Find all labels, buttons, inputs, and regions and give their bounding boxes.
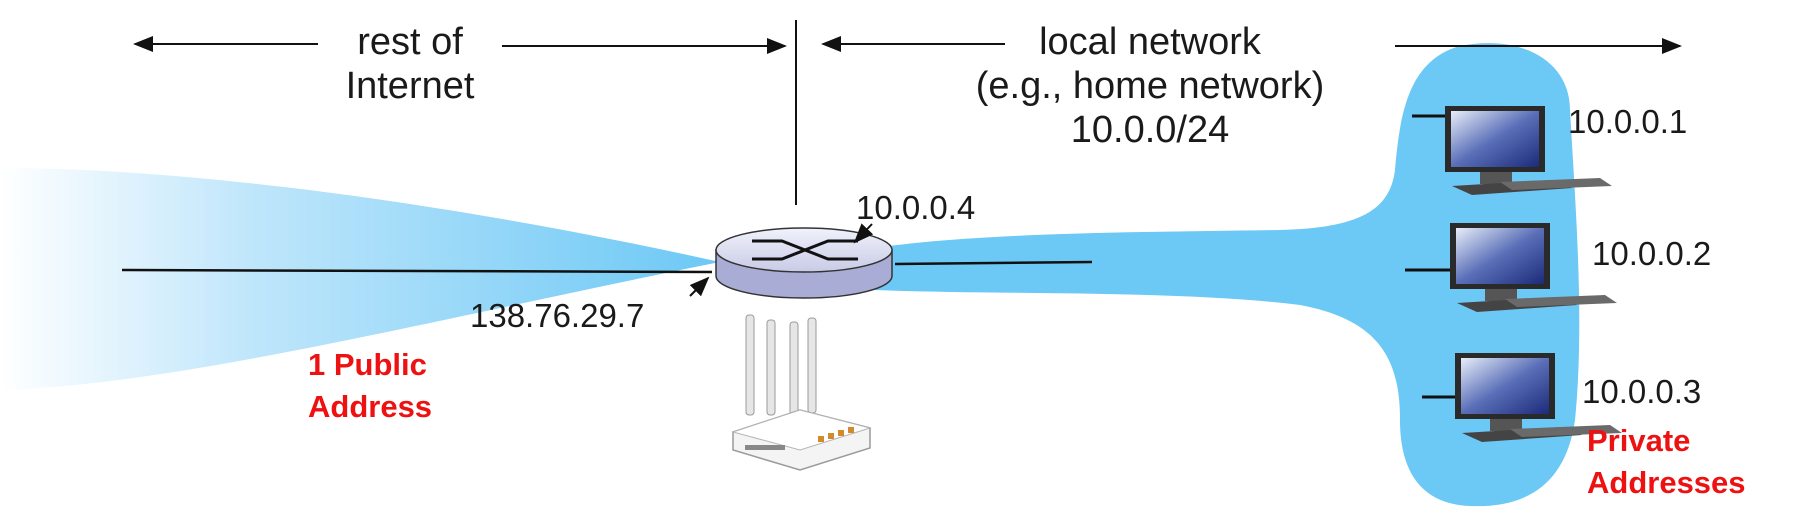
rest-of-internet-line1: rest of [310,20,510,64]
local-network-line2: (e.g., home network) [940,64,1360,108]
router-wan-ip: 138.76.29.7 [470,296,644,336]
rest-of-internet-line2: Internet [310,64,510,108]
public-address-label: 1 Public Address [308,344,432,428]
public-line1: 1 Public [308,344,432,386]
local-network-subnet: 10.0.0/24 [940,108,1360,152]
public-line2: Address [308,386,432,428]
host-2-ip: 10.0.0.2 [1592,234,1711,274]
router-icon [716,228,892,298]
wifi-router-icon [733,315,870,470]
local-network-line1: local network [940,20,1360,64]
private-addresses-label: Private Addresses [1587,420,1746,504]
private-line1: Private [1587,420,1746,462]
local-network-label: local network (e.g., home network) 10.0.… [940,20,1360,152]
private-line2: Addresses [1587,462,1746,504]
host-1-ip: 10.0.0.1 [1568,102,1687,142]
rest-of-internet-label: rest of Internet [310,20,510,108]
host-3-ip: 10.0.0.3 [1582,372,1701,412]
wan-ip-pointer [690,278,708,296]
router-lan-ip: 10.0.0.4 [856,188,975,228]
